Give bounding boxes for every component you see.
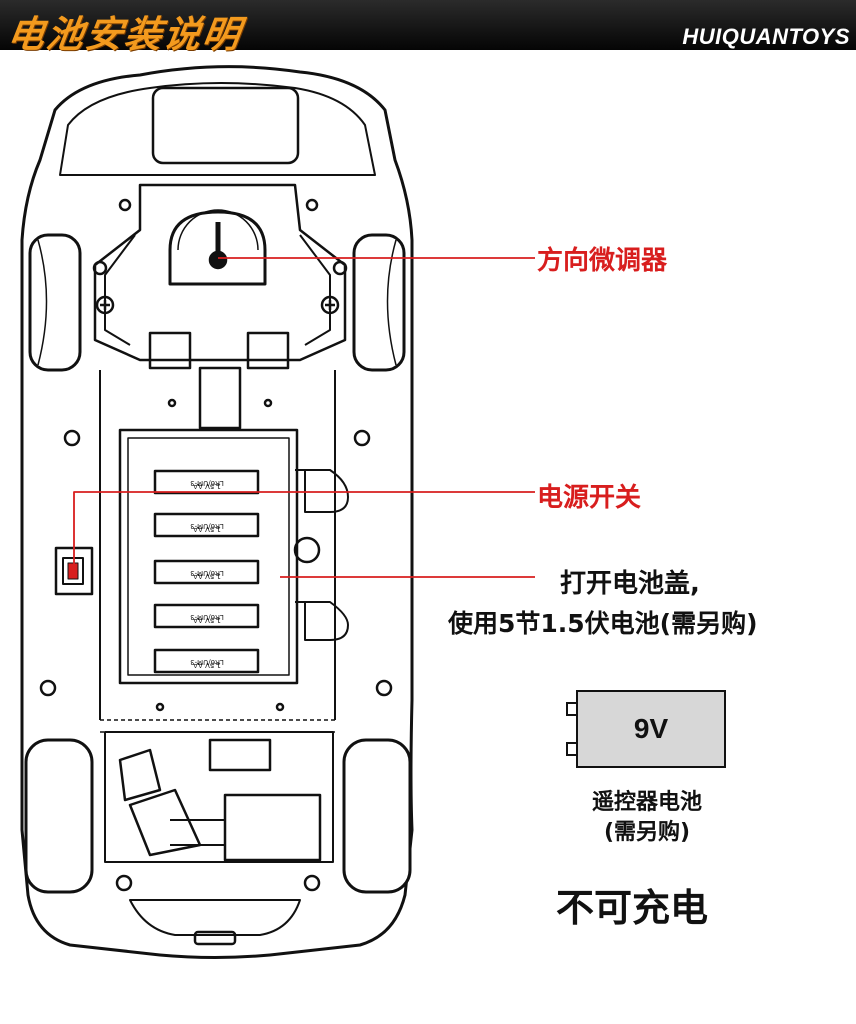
svg-text:LR6/UM-3: LR6/UM-3 [190,613,224,621]
rear-right-wheel [342,738,412,894]
steering-trim-label: 方向微调器 [537,246,668,276]
svg-text:LR6/UM-3: LR6/UM-3 [190,658,224,666]
not-rechargeable-note: 不可充电 [556,886,709,930]
rear-left-wheel [24,738,94,894]
car-body-inner [59,82,376,176]
svg-text:1.5V AA: 1.5V AA [193,616,221,624]
svg-text:LR6/UM-3: LR6/UM-3 [190,569,224,577]
svg-text:LR6/UM-3: LR6/UM-3 [190,479,224,487]
front-axle-housing [93,183,347,362]
car-body-outline [20,65,414,959]
battery-compartment [118,428,299,685]
svg-text:1.5V AA: 1.5V AA [193,661,221,669]
remote-battery-caption-line2: (需另购) [603,820,691,845]
steering-trim-dial [168,210,267,286]
svg-text:1.5V AA: 1.5V AA [193,572,221,580]
battery-voltage-label: 9V [633,713,669,744]
front-left-wheel [28,233,82,372]
callout-lines [73,257,535,578]
svg-text:1.5V AA: 1.5V AA [193,482,221,490]
open-cover-instruction-line2: 使用5节1.5伏电池(需另购) [448,609,758,638]
header-bar: 电池安装说明 HUIQUANTOYS [0,0,856,56]
open-cover-instruction-line1: 打开电池盖, [560,569,700,599]
remote-9v-battery: 9V [562,690,728,770]
brand-logo: HUIQUANTOYS [682,24,850,49]
svg-text:LR6/UM-3: LR6/UM-3 [190,522,224,530]
rear-motor [223,793,322,862]
power-switch-label: 电源开关 [537,483,642,513]
front-right-wheel [352,233,406,372]
front-bumper-block [151,86,300,165]
remote-battery-caption-line1: 遥控器电池 [591,790,702,815]
rear-gearbox [104,731,334,863]
svg-text:1.5V AA: 1.5V AA [193,525,221,533]
